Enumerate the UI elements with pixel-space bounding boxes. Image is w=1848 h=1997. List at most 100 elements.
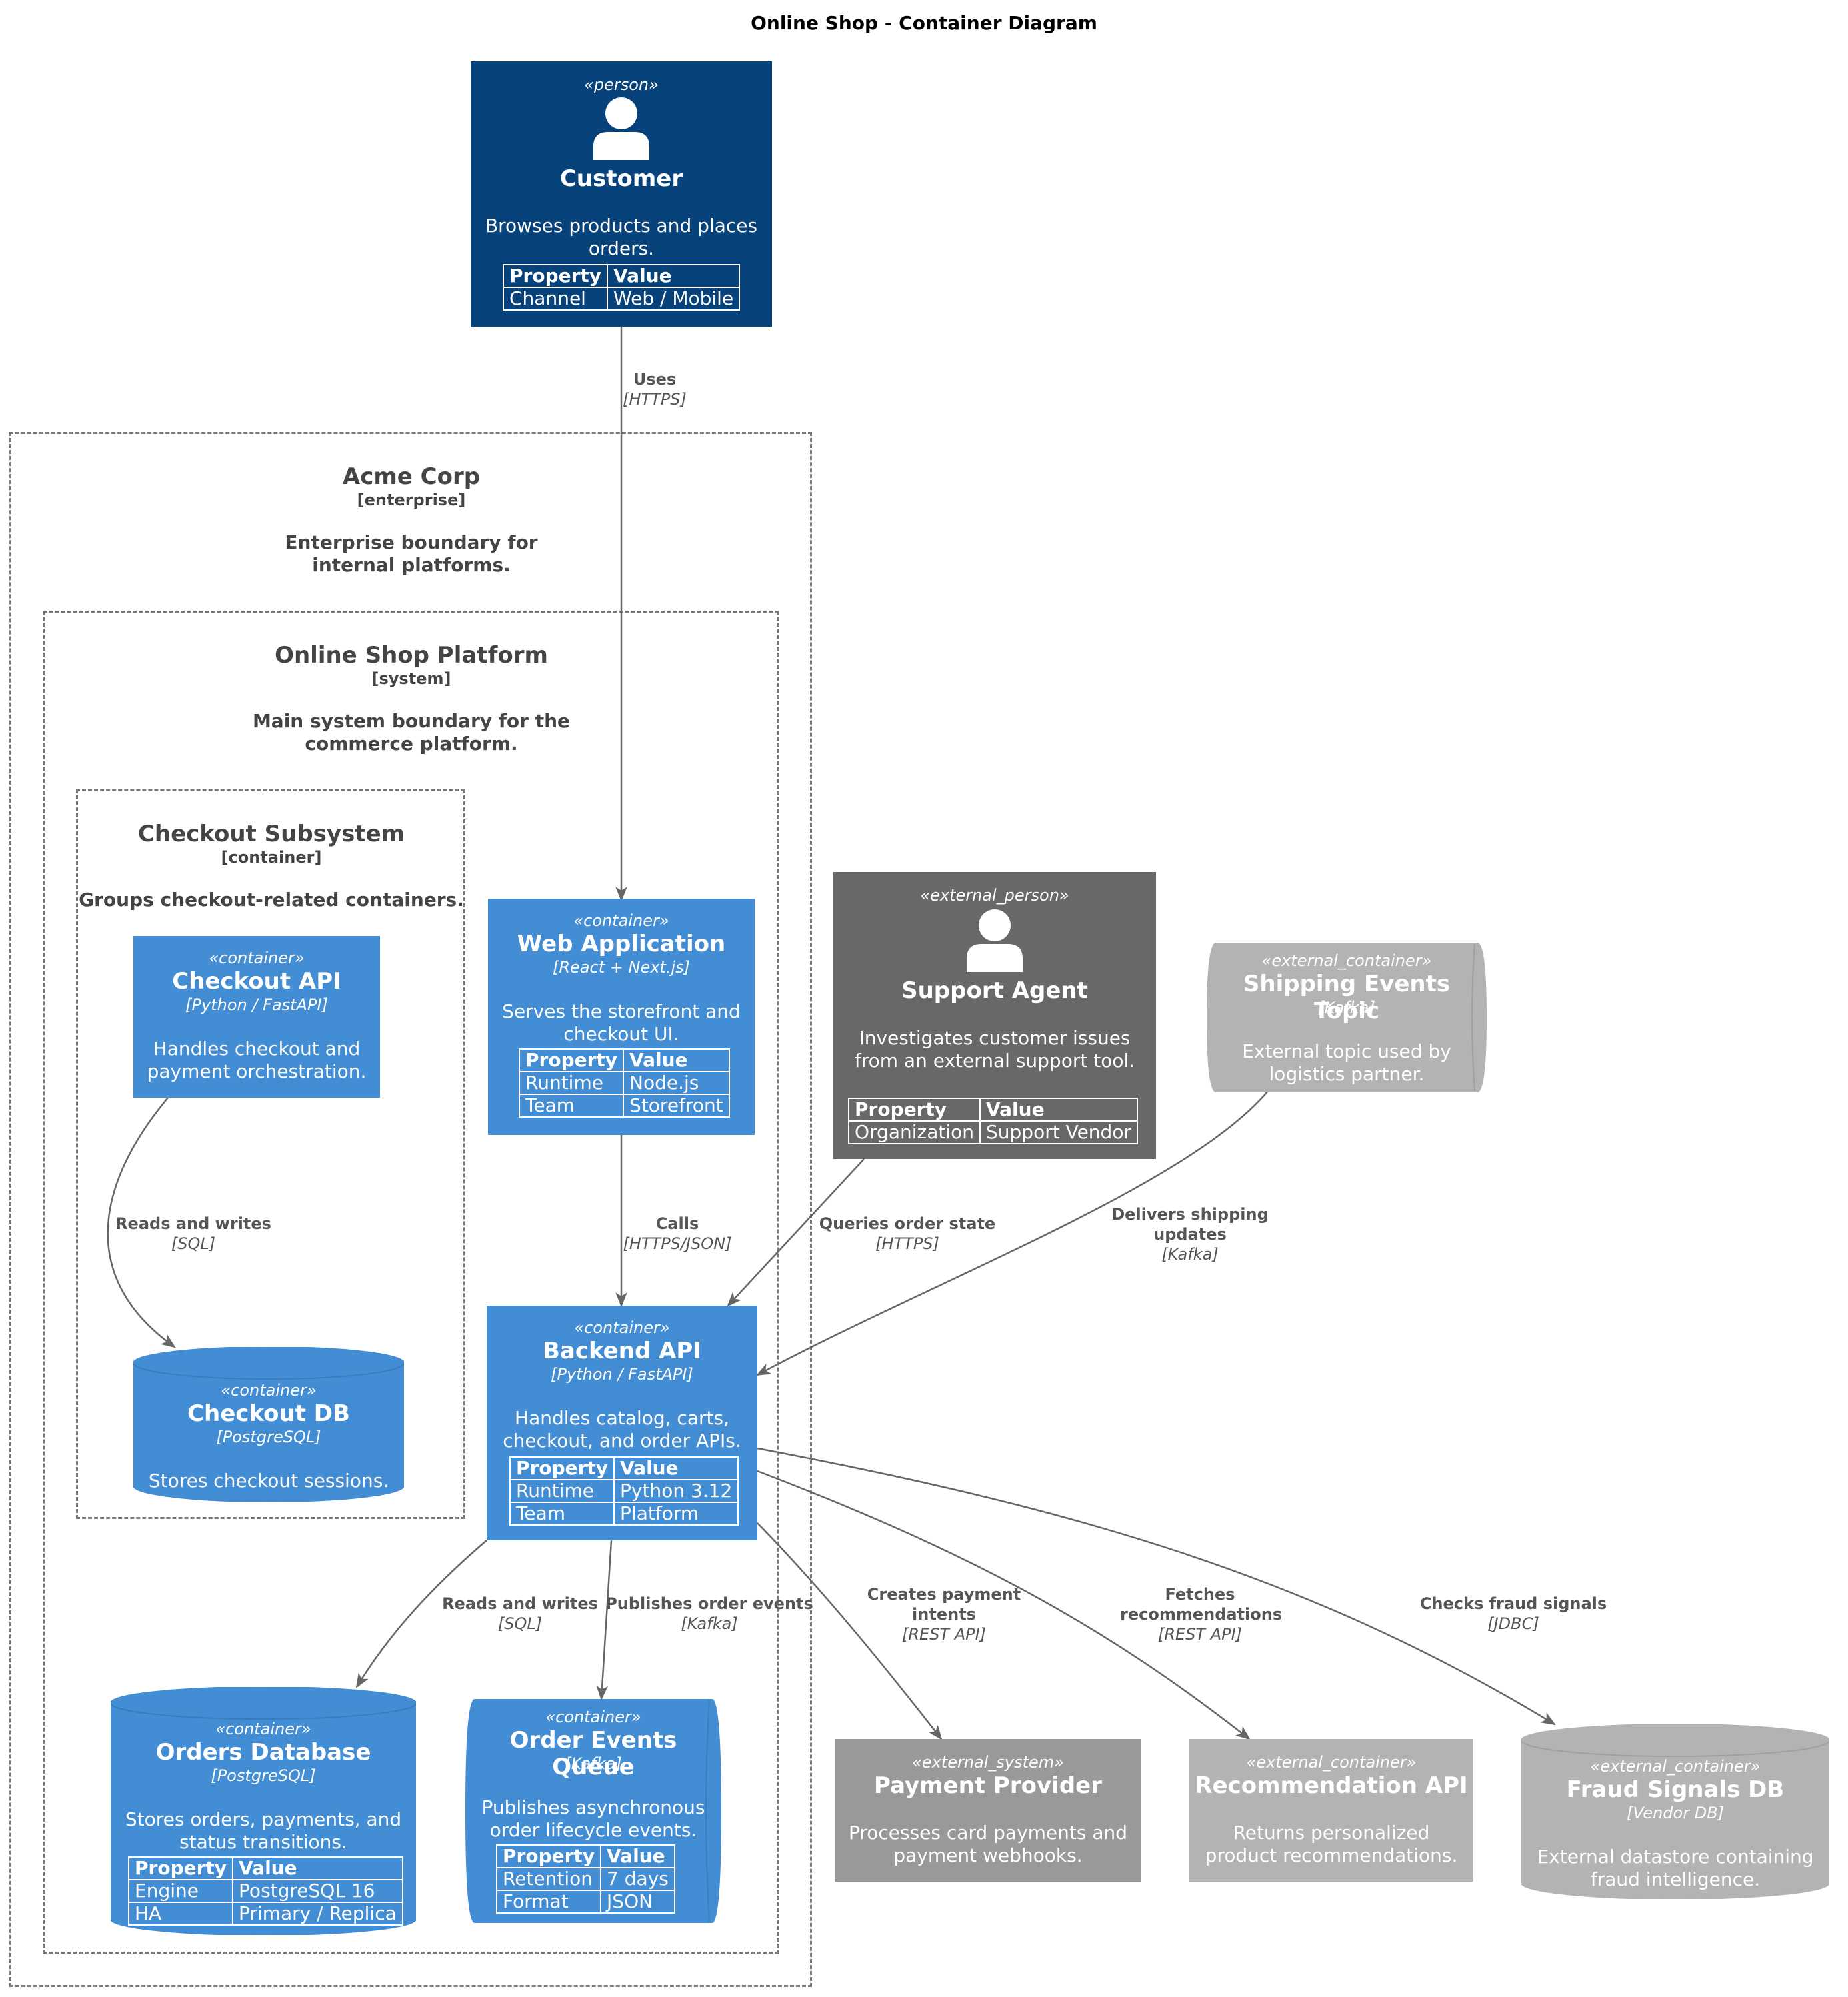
prop-header-key: Property bbox=[847, 1098, 981, 1122]
node-description: Investigates customer issues from an ext… bbox=[854, 1027, 1135, 1072]
node-stereotype: «container» bbox=[215, 1720, 311, 1738]
boundary-description: Enterprise boundary for internal platfor… bbox=[285, 531, 538, 576]
online-shop-platform-boundary: Online Shop Platform [system] Main syste… bbox=[43, 611, 779, 1954]
node-technology: [Kafka] bbox=[1318, 998, 1375, 1017]
relation-label-publishes-order-events: Publishes order events [Kafka] bbox=[603, 1594, 816, 1634]
node-name: Fraud Signals DB bbox=[1566, 1776, 1785, 1803]
recommendation-api-node[interactable]: «external_container» Recommendation API … bbox=[1189, 1739, 1473, 1882]
boundary-name: Checkout Subsystem bbox=[137, 821, 405, 847]
prop-key: Channel bbox=[502, 287, 609, 311]
prop-header-key: Property bbox=[509, 1456, 615, 1480]
node-stereotype: «external_container» bbox=[1261, 951, 1432, 970]
prop-header-key: Property bbox=[495, 1844, 602, 1868]
prop-header-key: Property bbox=[127, 1856, 234, 1880]
edge-backend-to-orders-db bbox=[355, 1540, 487, 1688]
relation-technology: [HTTPS] bbox=[875, 1234, 939, 1253]
prop-value: Storefront bbox=[623, 1094, 730, 1118]
boundary-tag: [system] bbox=[371, 669, 451, 688]
prop-key: Team bbox=[518, 1094, 625, 1118]
node-name: Checkout API bbox=[172, 968, 341, 995]
prop-key: Team bbox=[509, 1502, 615, 1526]
customer-node[interactable]: «person» Customer Browses products and p… bbox=[471, 61, 772, 327]
edge-checkout-api-to-checkout-db bbox=[107, 1097, 176, 1348]
node-technology: [PostgreSQL] bbox=[211, 1766, 316, 1785]
shipping-events-topic-node[interactable]: «external_container» Shipping Events Top… bbox=[1207, 943, 1487, 1092]
relation-label-creates-payment-intents: Creates payment intents [REST API] bbox=[864, 1584, 1024, 1644]
payment-provider-node[interactable]: «external_system» Payment Provider Proce… bbox=[835, 1739, 1141, 1882]
node-stereotype: «external_system» bbox=[912, 1753, 1064, 1772]
web-application-node[interactable]: «container» Web Application [React + Nex… bbox=[488, 899, 755, 1135]
backend-api-node[interactable]: «container» Backend API [Python / FastAP… bbox=[487, 1306, 757, 1540]
edge-backend-to-fraud-db bbox=[757, 1447, 1556, 1726]
node-stereotype: «person» bbox=[584, 75, 659, 94]
edge-support-to-backend bbox=[727, 1158, 865, 1307]
node-description: External topic used by logistics partner… bbox=[1242, 1040, 1451, 1085]
prop-value: Node.js bbox=[623, 1071, 730, 1095]
prop-header-value: Value bbox=[600, 1844, 675, 1868]
node-name: Backend API bbox=[542, 1338, 702, 1364]
prop-value: Primary / Replica bbox=[232, 1902, 403, 1926]
checkout-api-node[interactable]: «container» Checkout API [Python / FastA… bbox=[133, 936, 380, 1098]
edge-backend-to-payment bbox=[757, 1522, 943, 1740]
prop-key: Runtime bbox=[518, 1071, 625, 1095]
relation-technology: [SQL] bbox=[171, 1234, 216, 1253]
prop-header-key: Property bbox=[518, 1048, 625, 1072]
node-name: Recommendation API bbox=[1195, 1772, 1468, 1799]
relation-label: Uses bbox=[633, 370, 677, 389]
prop-header-value: Value bbox=[623, 1048, 730, 1072]
prop-value: 7 days bbox=[600, 1867, 675, 1891]
node-name: Shipping Events Topic bbox=[1243, 971, 1451, 1024]
relation-label-queries-order-state: Queries order state [HTTPS] bbox=[811, 1214, 1004, 1254]
node-name: Support Agent bbox=[901, 977, 1088, 1004]
prop-key: Retention bbox=[495, 1867, 602, 1891]
node-stereotype: «external_person» bbox=[920, 886, 1069, 905]
database-cylinder-shape bbox=[133, 1347, 404, 1502]
queue-shape bbox=[1207, 943, 1487, 1092]
prop-value: Support Vendor bbox=[979, 1120, 1138, 1144]
orders-database-node[interactable]: «container» Orders Database [PostgreSQL]… bbox=[111, 1687, 416, 1935]
relation-technology: [REST API] bbox=[901, 1625, 987, 1644]
boundary-description: Groups checkout-related containers. bbox=[79, 889, 464, 911]
relation-technology: [Kafka] bbox=[1161, 1245, 1219, 1264]
prop-header-value: Value bbox=[979, 1098, 1138, 1122]
prop-key: Organization bbox=[847, 1120, 981, 1144]
checkout-db-node[interactable]: «container» Checkout DB [PostgreSQL] Sto… bbox=[133, 1347, 404, 1502]
boundary-name: Online Shop Platform bbox=[275, 642, 548, 669]
edge-backend-to-recommendation bbox=[757, 1470, 1251, 1740]
relation-technology: [HTTPS/JSON] bbox=[623, 1234, 732, 1253]
node-description: Handles checkout and payment orchestrati… bbox=[147, 1038, 367, 1082]
node-description: Stores checkout sessions. bbox=[148, 1470, 389, 1492]
fraud-signals-db-node[interactable]: «external_container» Fraud Signals DB [V… bbox=[1521, 1724, 1829, 1899]
prop-value: JSON bbox=[600, 1890, 675, 1914]
node-technology: [React + Next.js] bbox=[553, 958, 690, 977]
database-cylinder-shape bbox=[1521, 1724, 1829, 1899]
node-technology: [PostgreSQL] bbox=[216, 1428, 321, 1446]
order-events-queue-node[interactable]: «container» Order Events Queue [Kafka] P… bbox=[465, 1699, 721, 1923]
node-stereotype: «container» bbox=[574, 1318, 670, 1337]
checkout-subsystem-boundary: Checkout Subsystem [container] Groups ch… bbox=[76, 789, 465, 1519]
person-icon bbox=[967, 909, 1023, 972]
relation-label: Reads and writes bbox=[115, 1214, 271, 1233]
node-technology: [Vendor DB] bbox=[1626, 1804, 1725, 1822]
relation-label-fetches-recommendations: Fetches recommendations [REST API] bbox=[1120, 1584, 1282, 1644]
node-name: Customer bbox=[559, 165, 683, 192]
support-agent-node[interactable]: «external_person» Support Agent Investig… bbox=[833, 872, 1156, 1159]
prop-value: Web / Mobile bbox=[607, 287, 741, 311]
relation-label: Reads and writes bbox=[442, 1594, 598, 1613]
relation-label-delivers-shipping-updates: Delivers shipping updates [Kafka] bbox=[1107, 1204, 1273, 1264]
node-description: Stores orders, payments, and status tran… bbox=[125, 1808, 402, 1853]
node-name: Checkout DB bbox=[187, 1400, 350, 1427]
node-name: Web Application bbox=[517, 931, 726, 957]
relation-label-orders-reads-writes: Reads and writes [SQL] bbox=[433, 1594, 607, 1634]
relation-technology: [SQL] bbox=[497, 1614, 543, 1633]
relation-label-calls: Calls [HTTPS/JSON] bbox=[611, 1214, 744, 1254]
relation-label: Checks fraud signals bbox=[1419, 1594, 1607, 1613]
node-technology: [Python / FastAPI] bbox=[551, 1365, 693, 1384]
prop-value: Python 3.12 bbox=[613, 1479, 739, 1503]
node-description: Returns personalized product recommendat… bbox=[1205, 1822, 1458, 1866]
